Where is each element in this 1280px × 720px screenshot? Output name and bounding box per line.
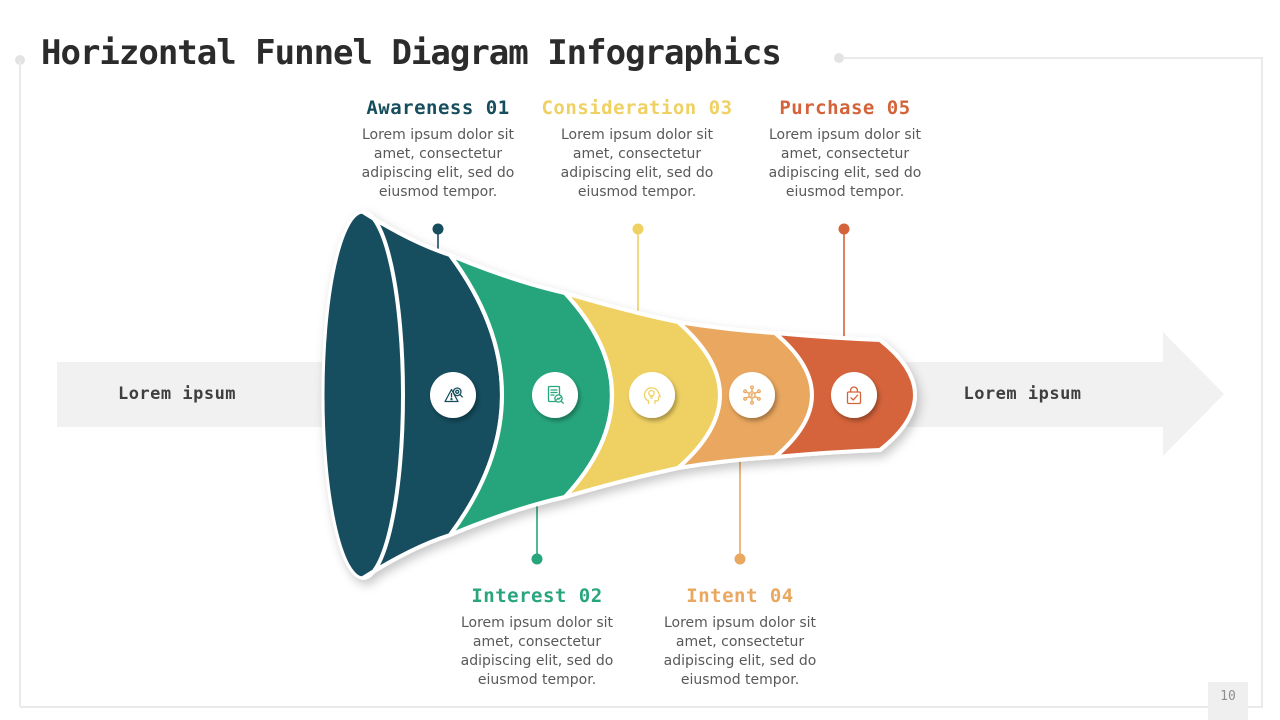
icon-circle-purchase xyxy=(831,372,877,418)
stage-label-awareness: Awareness 01 Lorem ipsum dolor sit amet,… xyxy=(340,97,536,202)
stage-description-purchase: Lorem ipsum dolor sit amet, consectetur … xyxy=(768,127,922,200)
frame-line-top xyxy=(843,57,1263,59)
page-number: 10 xyxy=(1208,682,1248,720)
stage-heading-intent: Intent 04 xyxy=(686,585,794,607)
document-search-icon xyxy=(547,385,564,404)
connector-dot-interest xyxy=(531,553,543,565)
band-label-right: Lorem ipsum xyxy=(963,384,1082,404)
shopping-bag-check-icon xyxy=(846,386,862,405)
stage-heading-awareness: Awareness 01 xyxy=(366,97,510,119)
idea-head-icon xyxy=(643,387,661,405)
frame-line-right xyxy=(1261,57,1263,707)
stage-heading-purchase: Purchase 05 xyxy=(779,97,911,119)
stage-label-purchase: Purchase 05 Lorem ipsum dolor sit amet, … xyxy=(747,97,943,202)
icon-circle-consideration xyxy=(629,372,675,418)
stage-description-interest: Lorem ipsum dolor sit amet, consectetur … xyxy=(460,615,614,688)
icon-circle-interest xyxy=(532,372,578,418)
alert-search-icon xyxy=(444,387,463,403)
stage-label-intent: Intent 04 Lorem ipsum dolor sit amet, co… xyxy=(642,585,838,690)
stage-description-consideration: Lorem ipsum dolor sit amet, consectetur … xyxy=(560,127,714,200)
stage-icons xyxy=(444,385,862,405)
connector-dot-awareness xyxy=(432,223,444,235)
band-label-left: Lorem ipsum xyxy=(117,384,237,404)
stage-label-interest: Interest 02 Lorem ipsum dolor sit amet, … xyxy=(439,585,635,690)
frame-dot-top xyxy=(834,53,844,63)
stage-label-consideration: Consideration 03 Lorem ipsum dolor sit a… xyxy=(539,97,735,202)
stage-description-intent: Lorem ipsum dolor sit amet, consectetur … xyxy=(663,615,817,688)
frame-line-left xyxy=(19,60,21,707)
connector-dot-consideration xyxy=(632,223,644,235)
connector-dot-purchase xyxy=(838,223,850,235)
icon-circles xyxy=(430,372,877,418)
frame-line-bottom xyxy=(20,706,1263,708)
connector-dot-intent xyxy=(734,553,746,565)
page-title: Horizontal Funnel Diagram Infographics xyxy=(41,33,782,73)
icon-circle-awareness xyxy=(430,372,476,418)
funnel-segment-interest xyxy=(448,253,614,537)
network-dollar-icon xyxy=(743,385,761,405)
connectors xyxy=(432,223,850,565)
arrow-head xyxy=(1163,332,1224,456)
stage-heading-interest: Interest 02 xyxy=(471,585,603,607)
stage-description-awareness: Lorem ipsum dolor sit amet, consectetur … xyxy=(361,127,515,200)
funnel-body xyxy=(321,210,917,580)
stage-heading-consideration: Consideration 03 xyxy=(541,97,733,119)
